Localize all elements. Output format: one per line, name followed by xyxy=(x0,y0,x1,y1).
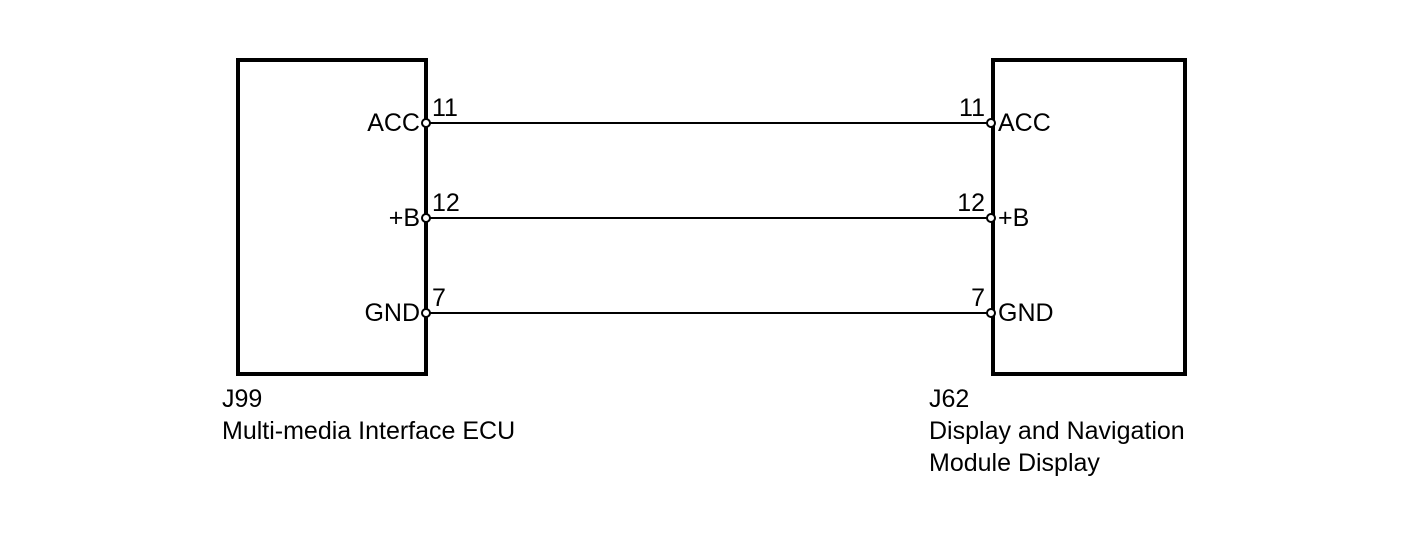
terminal-j62-acc xyxy=(986,118,996,128)
module-box-j99 xyxy=(236,58,428,376)
wire-gnd xyxy=(426,312,993,314)
module-caption-j99: J99 Multi-media Interface ECU xyxy=(222,383,515,447)
connector-id-j99: J99 xyxy=(222,385,263,413)
terminal-j99-gnd xyxy=(421,308,431,318)
module-caption-j62: J62 Display and Navigation Module Displa… xyxy=(929,383,1185,479)
module-name-j62-line-2: Module Display xyxy=(929,449,1100,477)
signal-label-j99-plus-b: +B xyxy=(388,204,420,232)
module-name-j62-line-1: Display and Navigation xyxy=(929,417,1185,445)
connector-id-j62: J62 xyxy=(929,385,970,413)
terminal-j99-plus-b xyxy=(421,213,431,223)
signal-label-j62-acc: ACC xyxy=(998,109,1051,137)
pin-number-j62-plus-b: 12 xyxy=(957,189,985,217)
terminal-j99-acc xyxy=(421,118,431,128)
pin-number-j99-plus-b: 12 xyxy=(432,189,460,217)
signal-label-j99-gnd: GND xyxy=(364,299,420,327)
signal-label-j99-acc: ACC xyxy=(367,109,420,137)
pin-number-j99-acc: 11 xyxy=(432,94,458,122)
pin-number-j62-gnd: 7 xyxy=(971,284,985,312)
module-name-j99-line-1: Multi-media Interface ECU xyxy=(222,417,516,445)
wire-acc xyxy=(426,122,993,124)
pin-number-j62-acc: 11 xyxy=(959,94,985,122)
signal-label-j62-gnd: GND xyxy=(998,299,1054,327)
terminal-j62-gnd xyxy=(986,308,996,318)
wire-plus-b xyxy=(426,217,993,219)
terminal-j62-plus-b xyxy=(986,213,996,223)
pin-number-j99-gnd: 7 xyxy=(432,284,446,312)
signal-label-j62-plus-b: +B xyxy=(998,204,1030,232)
